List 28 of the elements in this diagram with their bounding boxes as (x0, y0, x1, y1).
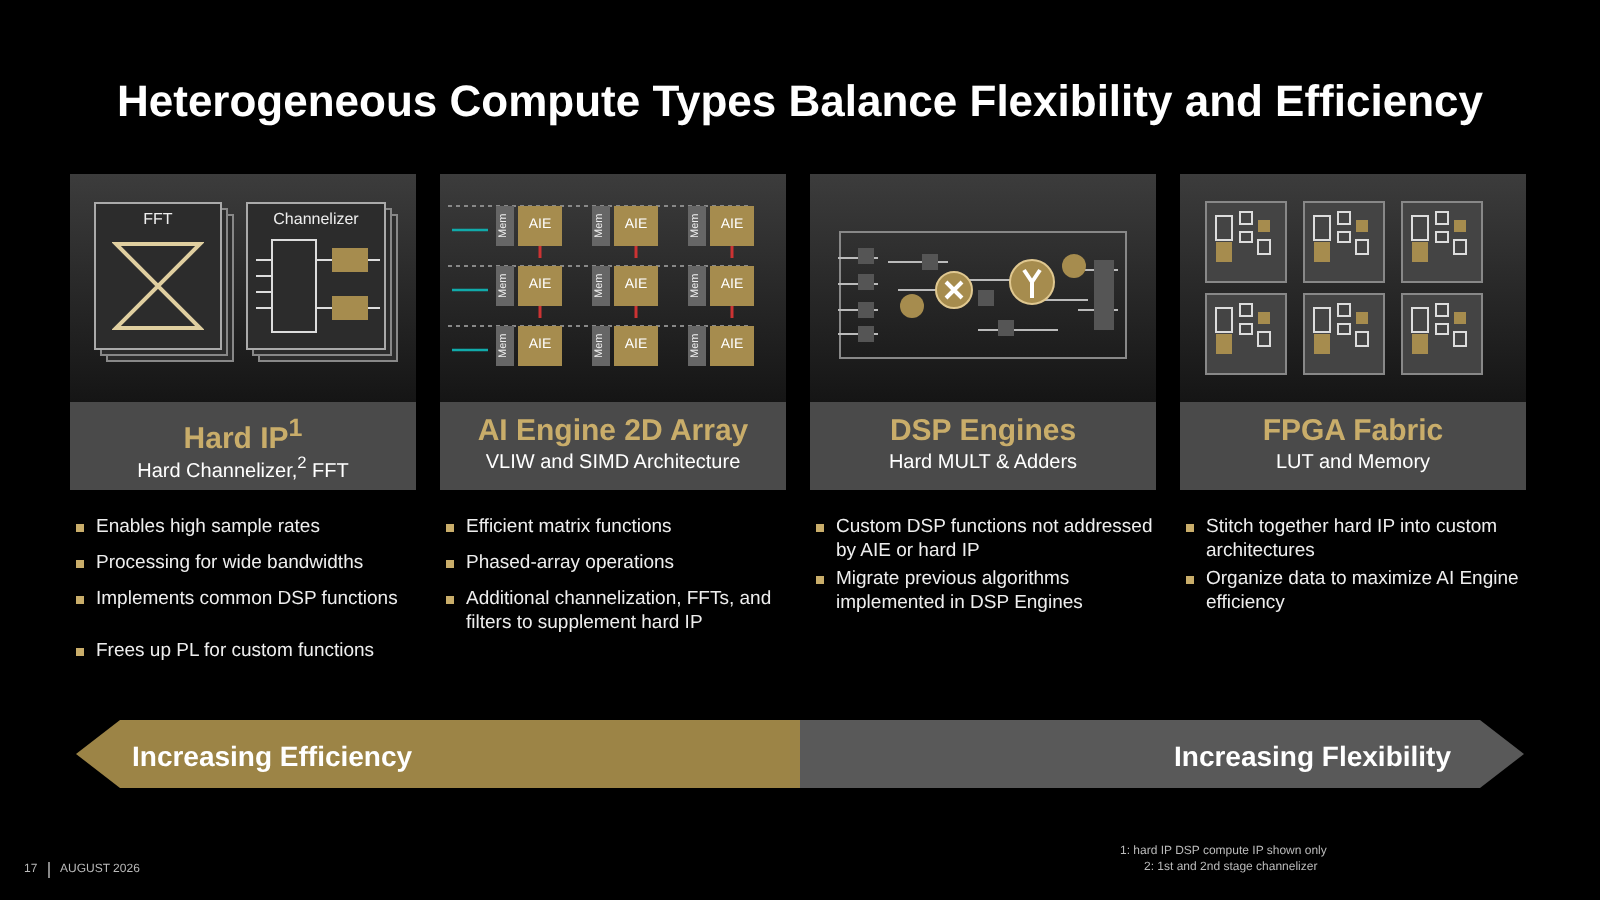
bullet-text: Stitch together hard IP into custom architectures (1186, 516, 1526, 564)
feature-card (1180, 174, 1526, 490)
slide-title: Heterogeneous Compute Types Balance Flexibility and Efficiency (115, 76, 1485, 128)
bullet-text: Efficient matrix functions (446, 516, 786, 540)
block-label: FFT (141, 210, 175, 228)
card-subtitle: VLIW and SIMD Architecture (483, 452, 743, 474)
feature-card (810, 174, 1156, 490)
bullet-text: Organize data to maximize AI Engine efficiency (1186, 568, 1526, 616)
bullet-text: Enables high sample rates (76, 516, 416, 540)
bullet-text: Additional channelization, FFTs, and filters to supplement hard IP (446, 588, 786, 636)
bullet-text: Migrate previous algorithms implemented in DSP Engines (816, 568, 1156, 616)
bullet-text: Processing for wide bandwidths (76, 552, 416, 576)
bullet-text: Phased-array operations (446, 552, 786, 576)
block-label: Channelizer (271, 210, 361, 228)
card-title: FPGA Fabric (1260, 414, 1446, 448)
bullet-text: Custom DSP functions not addressed by AIE or hard IP (816, 516, 1156, 564)
feature-card (70, 174, 416, 490)
card-subtitle: Hard MULT & Adders (886, 452, 1080, 474)
card-title: DSP Engines (887, 414, 1079, 448)
axis-label: Increasing Efficiency (132, 740, 413, 772)
bullet-text: Implements common DSP functions (76, 588, 416, 612)
bullet-text: Frees up PL for custom functions (76, 640, 416, 664)
feature-card (440, 174, 786, 490)
card-title: AI Engine 2D Array (475, 414, 751, 448)
card-subtitle: Hard Channelizer,$^{2}$ FFT (135, 452, 351, 483)
card-title: Hard IP$^{1}$ (181, 414, 305, 456)
axis-label: Increasing Flexibility (1174, 740, 1451, 772)
card-subtitle: LUT and Memory (1273, 452, 1433, 474)
